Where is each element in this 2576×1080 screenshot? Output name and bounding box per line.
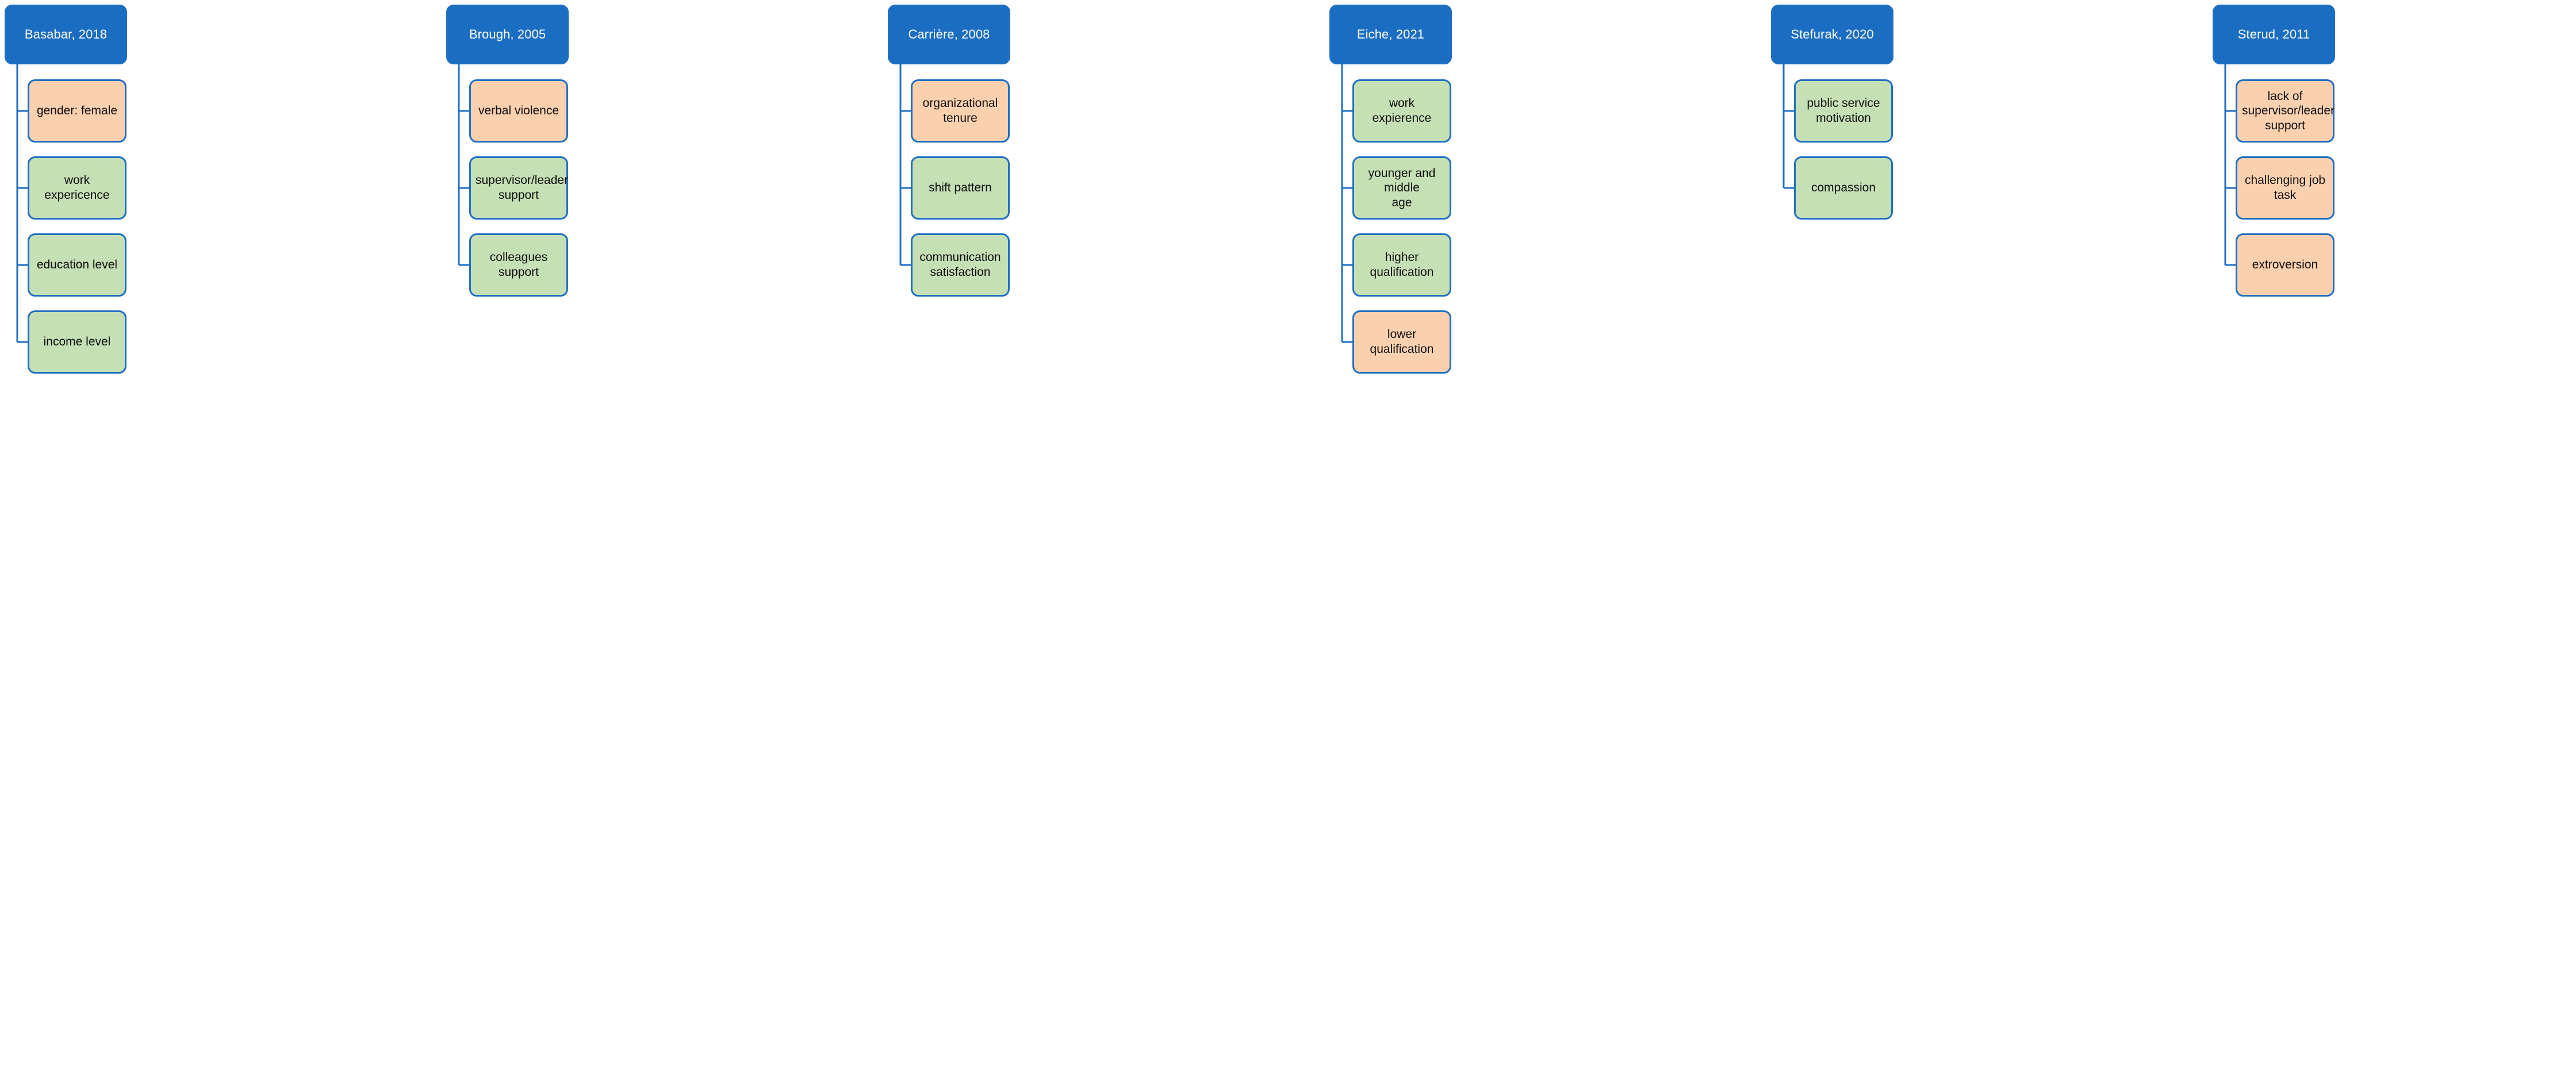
factor-node[interactable]: shift pattern — [911, 156, 1010, 220]
factor-node[interactable]: extroversion — [2236, 233, 2334, 297]
factor-node-label: verbal violence — [478, 104, 559, 118]
factor-node[interactable]: lack of supervisor/leader support — [2236, 79, 2334, 143]
factor-node[interactable]: challenging job task — [2236, 156, 2334, 220]
factor-node[interactable]: organizational tenure — [911, 79, 1010, 143]
study-column: Brough, 2005 verbal violence supervisor/le… — [442, 0, 883, 1080]
factor-node-label: lack of supervisor/leader support — [2242, 89, 2335, 132]
factor-node[interactable]: compassion — [1794, 156, 1893, 220]
study-header-label: Basabar, 2018 — [24, 26, 108, 41]
factor-node[interactable]: public service motivation — [1794, 79, 1893, 143]
factor-node-label: income level — [43, 335, 111, 349]
study-header-node[interactable]: Eiche, 2021 — [1329, 5, 1452, 64]
study-column: Sterud, 2011 lack of supervisor/leader su… — [2208, 0, 2576, 1080]
study-header-node[interactable]: Stefurak, 2020 — [1771, 5, 1893, 64]
factor-node-label: organizational tenure — [922, 97, 998, 125]
factor-node[interactable]: education level — [28, 233, 126, 297]
factor-node[interactable]: work expericence — [28, 156, 126, 220]
factor-node-label: colleagues support — [489, 251, 548, 279]
factor-node-label: younger and middle age — [1368, 166, 1436, 209]
factor-node[interactable]: communication satisfaction — [911, 233, 1010, 297]
factor-node-label: extroversion — [2252, 258, 2318, 272]
factor-node[interactable]: supervisor/leader support — [469, 156, 568, 220]
factor-node[interactable]: younger and middle age — [1352, 156, 1451, 220]
factor-node-label: communication satisfaction — [919, 251, 1001, 279]
factor-node-label: challenging job task — [2244, 174, 2326, 202]
factor-node-label: compassion — [1811, 181, 1876, 195]
study-column: Carrière, 2008 organizational tenure shift… — [883, 0, 1325, 1080]
factor-node[interactable]: lower qualification — [1352, 310, 1451, 374]
study-header-node[interactable]: Brough, 2005 — [446, 5, 569, 64]
study-header-label: Sterud, 2011 — [2237, 26, 2310, 41]
factor-node[interactable]: income level — [28, 310, 126, 374]
factor-node-label: gender: female — [36, 104, 118, 118]
factor-node[interactable]: higher qualification — [1352, 233, 1451, 297]
study-header-label: Eiche, 2021 — [1356, 26, 1425, 41]
study-header-node[interactable]: Carrière, 2008 — [888, 5, 1010, 64]
study-column: Basabar, 2018 gender: female work experice… — [0, 0, 442, 1080]
factor-node-label: work expericence — [44, 174, 110, 202]
study-header-node[interactable]: Sterud, 2011 — [2213, 5, 2335, 64]
factor-node-label: public service motivation — [1807, 97, 1880, 125]
factor-node-label: higher qualification — [1370, 251, 1434, 279]
study-column: Stefurak, 2020 public service motivation c… — [1766, 0, 2208, 1080]
factor-node-label: lower qualification — [1370, 328, 1434, 356]
study-header-label: Carrière, 2008 — [908, 26, 990, 41]
factor-node-label: supervisor/leader support — [476, 174, 569, 202]
study-header-label: Stefurak, 2020 — [1791, 26, 1874, 41]
factor-node-label: shift pattern — [929, 181, 992, 195]
factor-node-label: work expierence — [1372, 97, 1432, 125]
study-header-label: Brough, 2005 — [469, 26, 546, 41]
study-column: Eiche, 2021 work expierence younger and mi… — [1325, 0, 1766, 1080]
factor-node[interactable]: verbal violence — [469, 79, 568, 143]
factor-node[interactable]: gender: female — [28, 79, 126, 143]
factor-node[interactable]: work expierence — [1352, 79, 1451, 143]
factor-node-label: education level — [36, 258, 118, 272]
factor-node[interactable]: colleagues support — [469, 233, 568, 297]
study-header-node[interactable]: Basabar, 2018 — [5, 5, 127, 64]
